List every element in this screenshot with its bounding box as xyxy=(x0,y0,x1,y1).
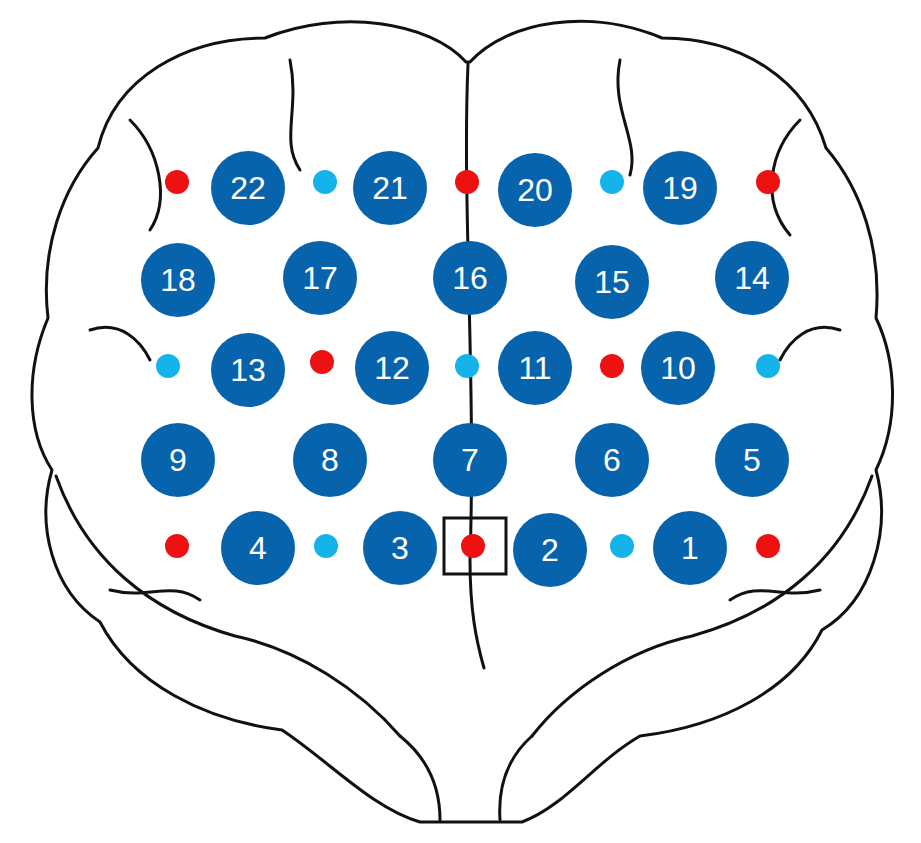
electrode-circle: 20 xyxy=(498,153,572,227)
electrode-circle: 12 xyxy=(355,331,429,405)
electrode-number: 9 xyxy=(169,444,187,476)
electrode-circle: 1 xyxy=(653,511,727,585)
electrode-circle: 7 xyxy=(433,423,507,497)
electrode-circle: 10 xyxy=(641,331,715,405)
electrode-number: 5 xyxy=(743,444,761,476)
blue-dot xyxy=(600,170,624,194)
electrode-circle: 16 xyxy=(433,241,507,315)
highlight-box xyxy=(444,518,506,574)
blue-dot xyxy=(756,354,780,378)
electrode-number: 6 xyxy=(603,444,621,476)
electrode-circle: 14 xyxy=(715,241,789,315)
electrode-circle: 6 xyxy=(575,423,649,497)
electrode-number: 19 xyxy=(662,172,698,204)
electrode-circle: 22 xyxy=(211,151,285,225)
electrode-circle: 13 xyxy=(211,333,285,407)
electrode-number: 21 xyxy=(372,172,408,204)
red-dot xyxy=(461,534,485,558)
electrode-number: 17 xyxy=(302,262,338,294)
electrode-number: 15 xyxy=(594,266,630,298)
blue-dot xyxy=(455,354,479,378)
electrode-circle: 11 xyxy=(498,331,572,405)
red-dot xyxy=(756,170,780,194)
electrode-circle: 17 xyxy=(283,241,357,315)
electrode-number: 12 xyxy=(374,352,410,384)
gyrus-line xyxy=(618,60,632,175)
electrode-circle: 15 xyxy=(575,245,649,319)
red-dot xyxy=(600,354,624,378)
electrode-number: 1 xyxy=(681,532,699,564)
electrode-circle: 21 xyxy=(353,151,427,225)
temporal-lobe-line xyxy=(532,476,872,736)
electrode-number: 22 xyxy=(230,172,266,204)
electrode-circle: 3 xyxy=(363,511,437,585)
electrode-number: 3 xyxy=(391,532,409,564)
electrode-number: 10 xyxy=(660,352,696,384)
blue-dot xyxy=(313,170,337,194)
electrode-circle: 19 xyxy=(643,151,717,225)
electrode-number: 18 xyxy=(160,264,196,296)
electrode-number: 11 xyxy=(518,352,551,384)
brain-outline xyxy=(32,21,893,822)
electrode-circle: 8 xyxy=(293,423,367,497)
gyrus-line xyxy=(780,327,840,360)
electrode-circle: 2 xyxy=(513,513,587,587)
electrode-circle: 5 xyxy=(715,423,789,497)
blue-dot xyxy=(610,534,634,558)
temporal-lobe-line xyxy=(56,476,400,736)
red-dot xyxy=(165,534,189,558)
blue-dot xyxy=(314,534,338,558)
electrode-number: 14 xyxy=(734,262,770,294)
red-dot xyxy=(165,170,189,194)
red-dot xyxy=(756,534,780,558)
gyrus-line xyxy=(90,327,150,360)
electrode-number: 2 xyxy=(541,534,559,566)
red-dot xyxy=(455,170,479,194)
electrode-number: 7 xyxy=(461,444,479,476)
brainstem-line xyxy=(500,736,532,820)
electrode-number: 20 xyxy=(517,174,553,206)
electrode-circle: 4 xyxy=(221,511,295,585)
gyrus-line xyxy=(130,120,160,230)
red-dot xyxy=(310,350,334,374)
electrode-number: 16 xyxy=(452,262,488,294)
gyrus-line xyxy=(290,60,300,170)
electrode-circle: 18 xyxy=(141,243,215,317)
electrode-number: 13 xyxy=(230,354,266,386)
brainstem-line xyxy=(400,736,440,820)
gyrus-line xyxy=(730,590,820,600)
electrode-number: 8 xyxy=(321,444,339,476)
electrode-circle: 9 xyxy=(141,423,215,497)
electrode-number: 4 xyxy=(249,532,267,564)
gyrus-line xyxy=(110,590,200,600)
blue-dot xyxy=(156,354,180,378)
